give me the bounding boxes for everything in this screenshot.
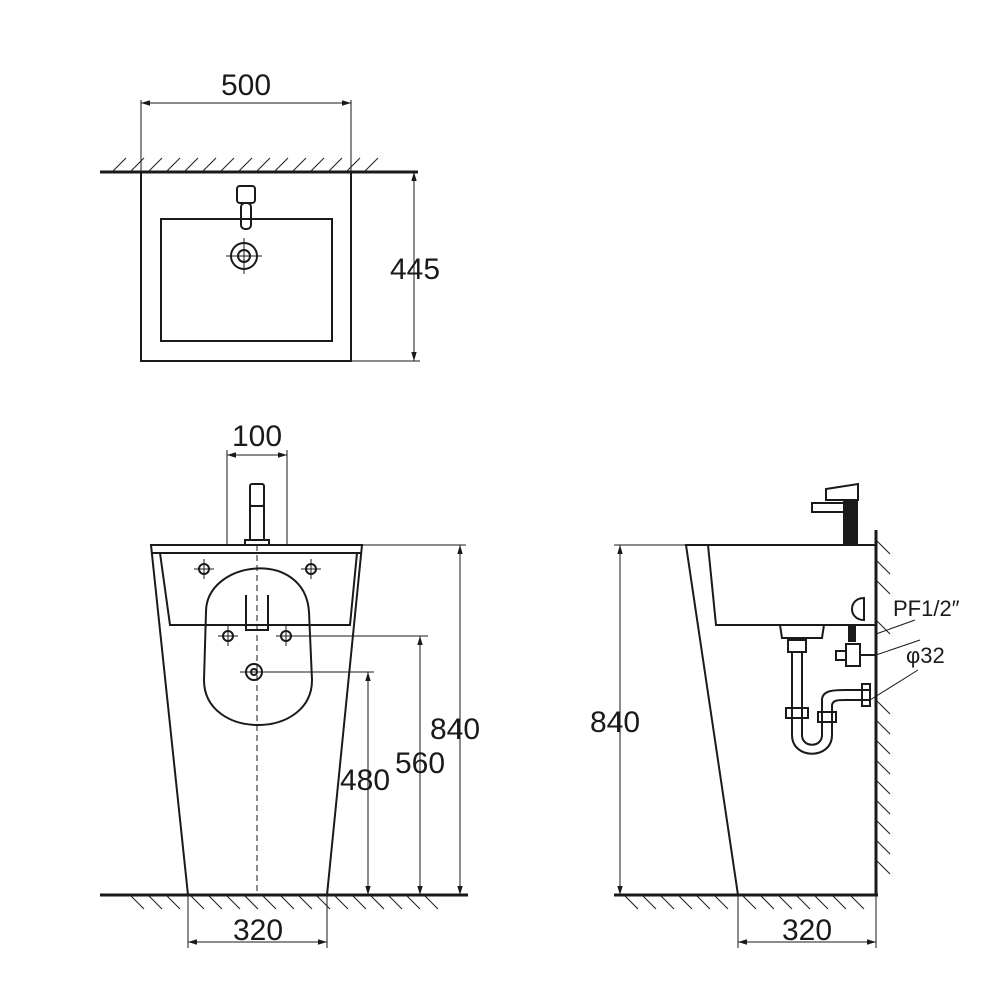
oval-recess <box>202 567 314 726</box>
bowl-front <box>159 552 358 626</box>
side-base-width-label: 320 <box>782 914 832 947</box>
outlet-height-label: 560 <box>395 747 445 780</box>
width-label: 500 <box>221 69 271 102</box>
faucet-base-front <box>244 539 270 546</box>
pedestal-body-side <box>684 544 877 896</box>
mount-hole-icon <box>301 559 321 579</box>
front-view: 100 840 560 480 320 <box>100 420 480 948</box>
drain-height-label: 480 <box>340 764 390 797</box>
mount-hole-icon <box>276 626 296 646</box>
angle-valve <box>835 624 876 667</box>
floor-hatch <box>129 894 439 910</box>
top-view: 500 445 <box>100 69 440 362</box>
faucet-side <box>811 482 859 545</box>
leader-line <box>869 669 919 701</box>
leader-line <box>875 639 921 656</box>
drain-size-label: φ32 <box>906 643 945 668</box>
floor-hatch-side <box>623 894 865 910</box>
side-view: PF1/2″ φ32 840 320 <box>590 482 960 948</box>
wall-hatch <box>111 157 379 173</box>
faucet-spout-top <box>240 202 252 230</box>
faucet-handle-top <box>236 185 256 204</box>
base-width-label: 320 <box>233 914 283 947</box>
bowl-side <box>707 544 876 626</box>
drain-outlet-icon <box>240 663 268 681</box>
supply-label: PF1/2″ <box>893 596 960 621</box>
overflow-icon <box>851 596 865 622</box>
trap-pipe <box>779 624 871 755</box>
faucet-spacing-label: 100 <box>232 420 282 453</box>
bowl-outline-top <box>160 218 333 342</box>
drain-icon-top <box>226 238 262 274</box>
faucet-body-front <box>249 505 265 541</box>
basin-outline-top <box>140 171 352 362</box>
side-height-label: 840 <box>590 706 640 739</box>
mount-hole-icon <box>218 626 238 646</box>
mount-hole-icon <box>194 559 214 579</box>
height-label: 840 <box>430 713 480 746</box>
wall-hatch-side <box>875 539 891 875</box>
faucet-handle-front <box>249 483 265 507</box>
leader-line <box>875 619 916 635</box>
depth-label: 445 <box>390 253 440 286</box>
